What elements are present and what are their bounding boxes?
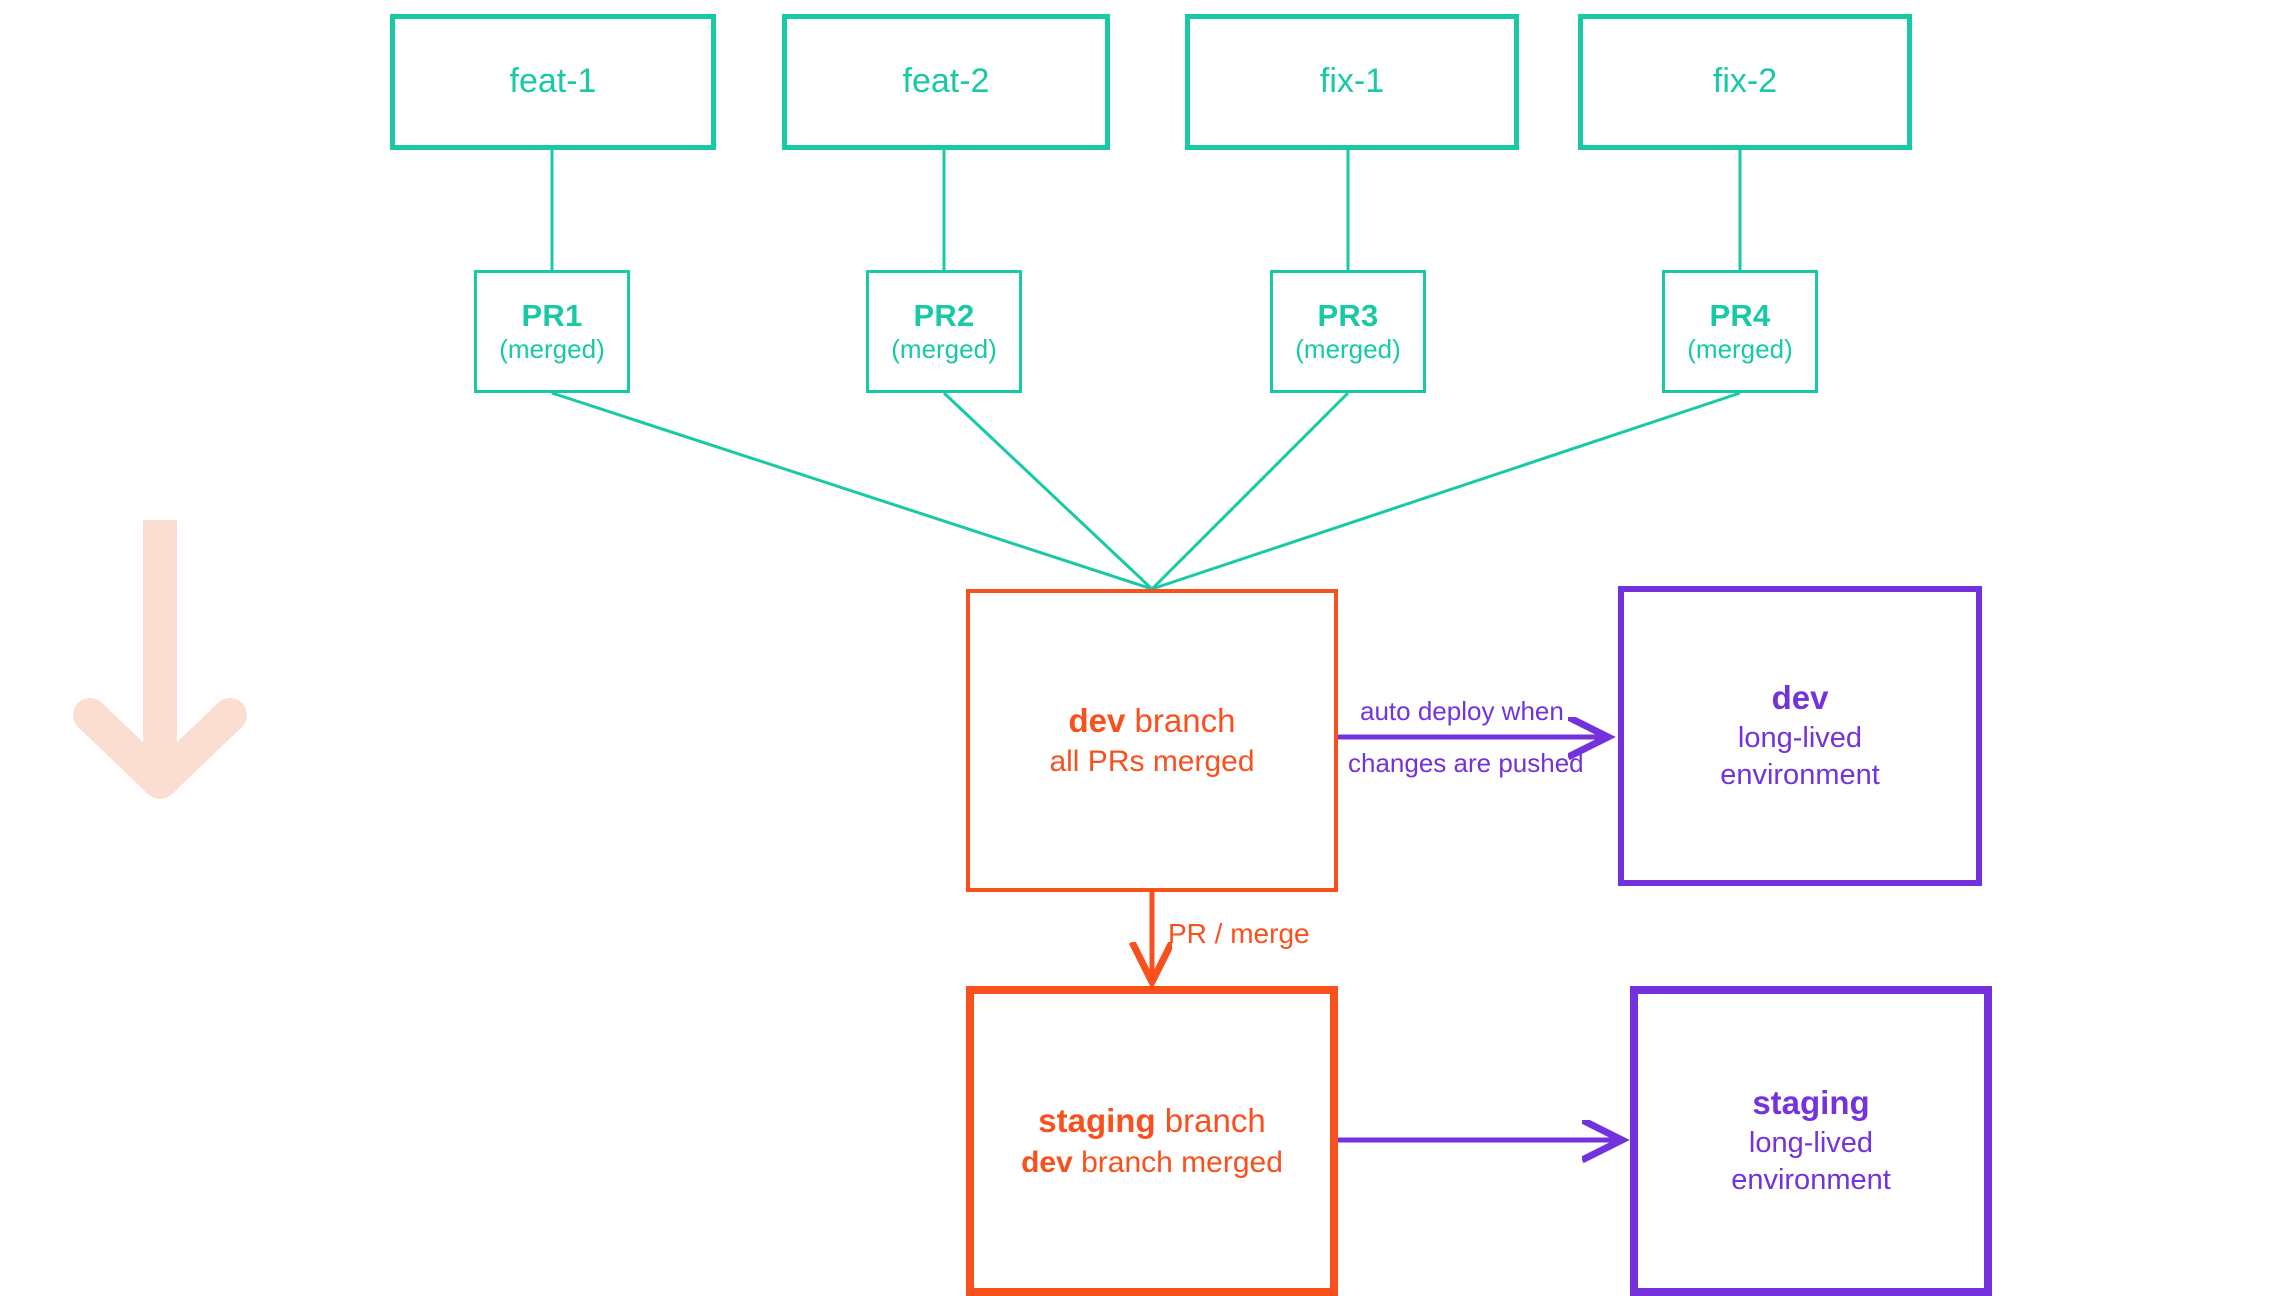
dev-branch-box[interactable]: dev branch all PRs merged xyxy=(966,589,1338,892)
staging-branch-title: staging branch xyxy=(1038,1099,1265,1143)
wire-pr2-dev xyxy=(942,391,1154,591)
staging-branch-name: staging xyxy=(1038,1102,1156,1140)
branch-label: feat-1 xyxy=(509,62,597,101)
staging-branch-detail: dev branch merged xyxy=(1021,1143,1283,1183)
dev-environment-line-2: environment xyxy=(1720,759,1880,792)
pr-status: (merged) xyxy=(891,333,997,364)
staging-environment-line-1: long-lived xyxy=(1748,1126,1874,1159)
branch-label: fix-2 xyxy=(1712,62,1778,101)
branch-box-fix-2[interactable]: fix-2 xyxy=(1578,14,1912,150)
flow-arrow-icon xyxy=(73,520,247,799)
wire-pr1-dev xyxy=(551,391,1153,591)
pr-status: (merged) xyxy=(1687,333,1793,364)
staging-branch-detail-rest: branch merged xyxy=(1072,1145,1283,1179)
staging-branch-detail-strong: dev xyxy=(1021,1145,1073,1179)
dev-environment-name: dev xyxy=(1771,678,1829,716)
branch-label: feat-2 xyxy=(902,62,990,101)
pr-box-4[interactable]: PR4 (merged) xyxy=(1662,270,1818,393)
pr-box-1[interactable]: PR1 (merged) xyxy=(474,270,630,393)
branch-label: fix-1 xyxy=(1319,62,1385,101)
dev-environment-line-1: long-lived xyxy=(1737,721,1863,754)
wire-pr3-dev xyxy=(1150,391,1350,591)
pr-status: (merged) xyxy=(1295,333,1401,364)
dev-branch-name: dev xyxy=(1068,701,1126,739)
staging-branch-box[interactable]: staging branch dev branch merged xyxy=(966,986,1338,1296)
branch-box-feat-1[interactable]: feat-1 xyxy=(390,14,716,150)
staging-environment-box[interactable]: staging long-lived environment xyxy=(1630,986,1992,1296)
edge-label-auto-deploy-line-2: changes are pushed xyxy=(1348,748,1584,778)
pr-title: PR2 xyxy=(913,298,975,334)
pr-status: (merged) xyxy=(499,333,605,364)
staging-environment-line-2: environment xyxy=(1731,1164,1891,1197)
staging-environment-name: staging xyxy=(1752,1083,1870,1121)
dev-branch-title: dev branch xyxy=(1069,699,1236,743)
pr-box-3[interactable]: PR3 (merged) xyxy=(1270,270,1426,393)
staging-branch-name-suffix: branch xyxy=(1155,1102,1266,1140)
pr-title: PR4 xyxy=(1709,298,1771,334)
dev-environment-box[interactable]: dev long-lived environment xyxy=(1618,586,1982,886)
branch-box-feat-2[interactable]: feat-2 xyxy=(782,14,1110,150)
pr-box-2[interactable]: PR2 (merged) xyxy=(866,270,1022,393)
pr-title: PR3 xyxy=(1317,298,1379,334)
edge-label-auto-deploy-line-1: auto deploy when xyxy=(1360,696,1564,726)
pr-title: PR1 xyxy=(521,298,583,334)
branch-box-fix-1[interactable]: fix-1 xyxy=(1185,14,1519,150)
wire-pr4-dev xyxy=(1151,391,1741,591)
edge-label-pr-merge: PR / merge xyxy=(1168,918,1310,949)
dev-branch-detail: all PRs merged xyxy=(1049,745,1255,779)
dev-branch-name-suffix: branch xyxy=(1125,701,1236,739)
